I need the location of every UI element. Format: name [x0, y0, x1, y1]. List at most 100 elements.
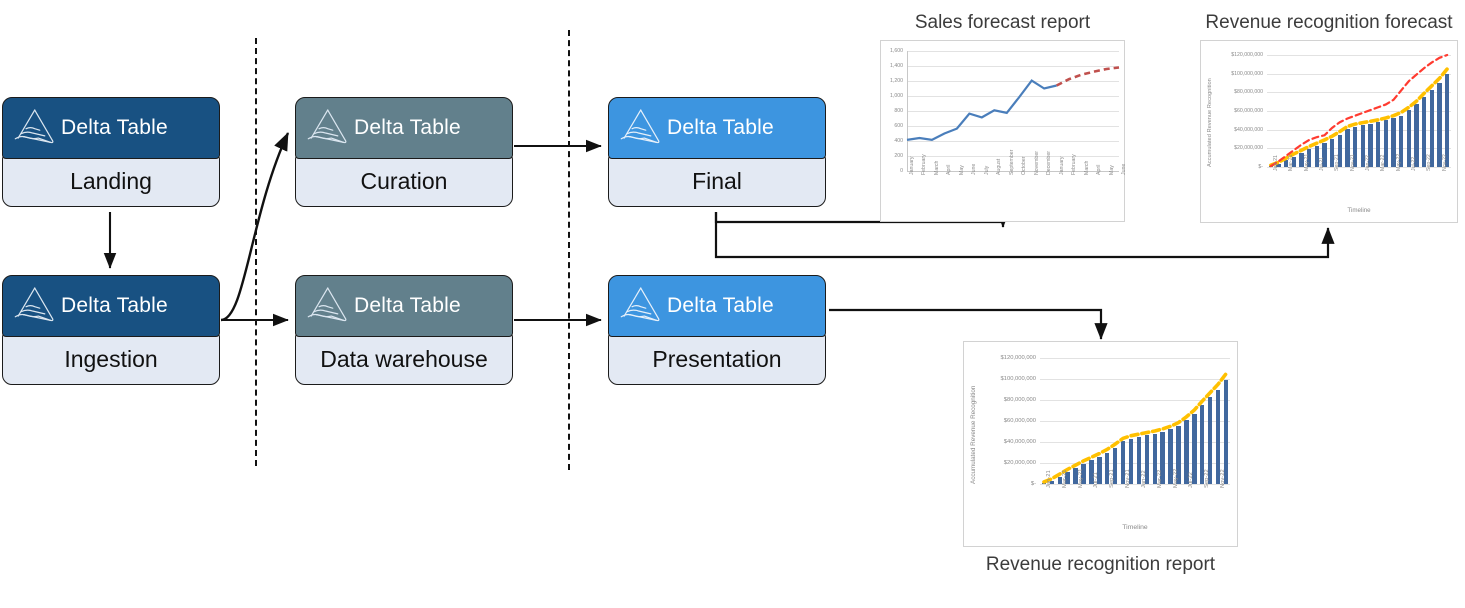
- node-landing-body: Landing: [2, 155, 220, 207]
- bar: [1192, 413, 1197, 484]
- x-axis-tick: September: [1008, 149, 1015, 175]
- x-axis-line: [907, 171, 1119, 172]
- x-axis-tick: Nov-22: [1441, 154, 1448, 171]
- gridline: [1267, 167, 1451, 168]
- series-forecast: [1056, 66, 1120, 87]
- bar: [1049, 480, 1055, 484]
- node-ingestion-header: Delta Table: [2, 275, 220, 337]
- y-axis-tick: 1,400: [890, 63, 903, 69]
- trend-series: [1269, 53, 1449, 168]
- chart-revenue-recognition-report[interactable]: $-$20,000,000$40,000,000$60,000,000$80,0…: [963, 341, 1238, 576]
- gridline: [1040, 358, 1230, 359]
- bar: [1184, 419, 1189, 484]
- bar: [1081, 464, 1086, 484]
- x-axis-tick: Mar-21: [1061, 469, 1068, 488]
- bar: [1368, 123, 1373, 167]
- series-forecast: [1269, 53, 1449, 168]
- y-axis-tick: 200: [894, 153, 903, 159]
- sales-forecast-series: [906, 66, 1120, 142]
- node-curation-header: Delta Table: [295, 97, 513, 159]
- bar: [1276, 164, 1281, 167]
- node-final[interactable]: Delta Table Final: [608, 97, 826, 207]
- node-data-warehouse[interactable]: Delta Table Data warehouse: [295, 275, 513, 385]
- y-axis-tick: 400: [894, 138, 903, 144]
- bar: [1057, 476, 1062, 484]
- y-axis-tick: $60,000,000: [1003, 418, 1036, 424]
- bar: [1429, 90, 1434, 167]
- gridline: [907, 96, 1119, 97]
- bar: [1291, 156, 1296, 167]
- gridline: [1267, 73, 1451, 75]
- gridline: [907, 126, 1119, 127]
- x-axis-tick: June: [971, 163, 978, 175]
- connector-presentation-to-revenue-report: [829, 308, 1108, 340]
- y-axis-tick: $20,000,000: [1234, 145, 1263, 152]
- node-presentation-body: Presentation: [608, 333, 826, 385]
- x-axis-tick: Nov-22: [1220, 469, 1227, 488]
- chart-revenue-recognition-forecast[interactable]: Revenue recognition forecast $-$20,000,0…: [1200, 12, 1458, 223]
- chart-revenue-report-plot: $-$20,000,000$40,000,000$60,000,000$80,0…: [963, 341, 1238, 547]
- x-axis-tick: Jul-22: [1410, 156, 1417, 171]
- y-axis-tick: 1,000: [890, 93, 903, 99]
- delta-lake-logo-icon: [307, 287, 347, 322]
- x-axis-tick: June: [1121, 163, 1127, 175]
- node-presentation-header: Delta Table: [608, 275, 826, 337]
- x-axis-tick: August: [996, 158, 1003, 175]
- node-ingestion[interactable]: Delta Table Ingestion: [2, 275, 220, 385]
- bar: [1176, 426, 1181, 484]
- x-axis-tick: Jul-21: [1093, 472, 1100, 488]
- y-axis-tick: 800: [894, 108, 903, 114]
- node-data-warehouse-label: Data warehouse: [320, 345, 488, 372]
- bar: [1097, 456, 1102, 484]
- y-axis-tick: 600: [894, 123, 903, 129]
- bar: [1112, 448, 1118, 484]
- x-axis-tick: March: [1083, 160, 1090, 175]
- x-axis-tick: December: [1046, 151, 1053, 175]
- bar: [1376, 122, 1381, 167]
- y-axis-tick: $40,000,000: [1003, 439, 1036, 445]
- x-axis-tick: April: [1096, 164, 1103, 175]
- gridline: [907, 81, 1119, 82]
- node-label-delta-table: Delta Table: [667, 116, 774, 139]
- bar: [1422, 96, 1427, 167]
- y-axis-tick: $120,000,000: [1231, 52, 1263, 58]
- bar: [1383, 120, 1388, 167]
- node-landing[interactable]: Delta Table Landing: [2, 97, 220, 207]
- bar: [1322, 142, 1327, 167]
- gridline: [1267, 148, 1451, 150]
- node-label-delta-table: Delta Table: [354, 294, 461, 317]
- node-landing-label: Landing: [70, 167, 152, 194]
- bar: [1437, 83, 1442, 167]
- bar: [1089, 460, 1094, 484]
- swimlane-separator-2: [568, 30, 570, 470]
- gridline: [1267, 92, 1451, 94]
- bar: [1345, 128, 1350, 167]
- node-final-body: Final: [608, 155, 826, 207]
- x-axis-label: Timeline: [1122, 524, 1148, 531]
- x-axis-tick: Sep-21: [1334, 154, 1341, 171]
- y-axis-tick: $80,000,000: [1003, 397, 1036, 403]
- x-axis-tick: March: [933, 160, 940, 175]
- node-curation[interactable]: Delta Table Curation: [295, 97, 513, 207]
- y-axis-tick: $100,000,000: [1000, 376, 1036, 382]
- x-axis-tick: May-22: [1395, 153, 1402, 171]
- y-axis-tick: 0: [900, 168, 903, 174]
- x-axis-tick: Mar-21: [1288, 154, 1295, 171]
- bar: [1168, 429, 1173, 484]
- x-axis-tick: May-22: [1172, 468, 1179, 488]
- x-axis-tick: May-21: [1303, 153, 1310, 171]
- node-ingestion-body: Ingestion: [2, 333, 220, 385]
- delta-lake-logo-icon: [620, 109, 660, 144]
- bar: [1314, 146, 1319, 167]
- bar: [1152, 433, 1157, 484]
- gridline: [907, 156, 1119, 157]
- series-trend: [1042, 371, 1228, 484]
- bar: [1128, 438, 1134, 484]
- x-axis-tick: November: [1033, 151, 1040, 175]
- node-presentation[interactable]: Delta Table Presentation: [608, 275, 826, 385]
- y-axis-line: [907, 51, 908, 171]
- x-axis-tick: Jan-21: [1272, 155, 1279, 171]
- x-axis-tick: Jul-22: [1188, 472, 1195, 488]
- y-axis-tick: $-: [1258, 164, 1263, 170]
